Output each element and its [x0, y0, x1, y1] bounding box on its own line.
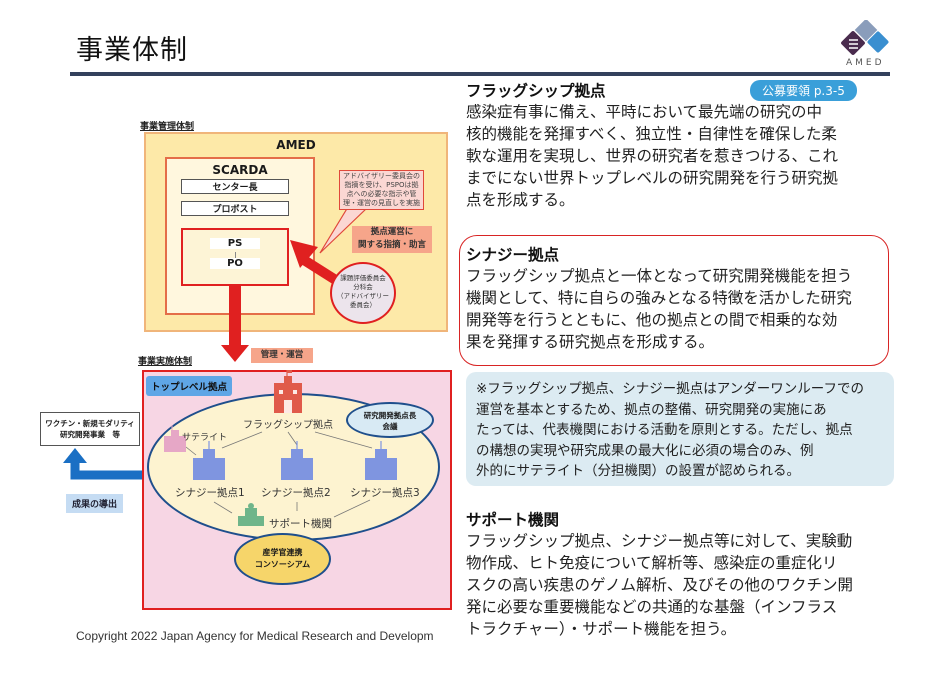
support-line: スクの高い疾患のゲノム解析、及びその他のワクチン開 — [466, 576, 854, 594]
note-box: ※フラッグシップ拠点、シナジー拠点はアンダーワンルーフでの 運営を基本とするため… — [466, 372, 894, 486]
external-line-2: 研究開発事業 等 — [60, 430, 120, 439]
synergy-line: 果を発揮する研究拠点を形成する。 — [466, 333, 715, 351]
synergy-node-3: シナジー拠点3 — [350, 487, 420, 499]
synergy-line: 開発等を行うとともに、他の拠点との間で相乗的な効 — [466, 311, 838, 329]
flagship-heading: フラッグシップ拠点 — [466, 82, 606, 100]
eval-line-4: 委員会） — [350, 301, 376, 309]
note-line: の構想の実現や研究成果の最大化に必須の場合のみ、例 — [476, 442, 814, 459]
note-line: たっては、代表機関における活動を原則とする。ただし、拠点 — [476, 422, 853, 438]
page-title: 事業体制 — [76, 35, 188, 66]
support-heading: サポート機関 — [466, 511, 560, 529]
management-structure-label: 事業管理体制 — [140, 122, 195, 132]
synergy-description: フラッグシップ拠点と一体となって研究開発機能を担う 機関として、特に自らの強みと… — [466, 265, 852, 353]
note-line: 運営を基本とするため、拠点の整備、研究開発の実施にあ — [476, 401, 827, 418]
support-line: フラッグシップ拠点、シナジー拠点等に対して、実験動 — [466, 532, 853, 550]
meeting-line-1: 研究開発拠点長 — [363, 411, 417, 420]
flagship-description: 感染症有事に備え、平時において最先端の研究の中 核的機能を発揮すべく、独立性・自… — [466, 101, 838, 211]
advisory-callout: アドバイザリー委員会の指摘を受け、PSPOは拠点への必要な指示や管理・運営の見直… — [339, 170, 424, 210]
eval-line-1: 課題評価委員会 — [340, 274, 386, 282]
management-arrow-head — [221, 345, 249, 362]
support-description: フラッグシップ拠点、シナジー拠点等に対して、実験動 物作成、ヒト免疫について解析… — [466, 530, 853, 640]
guidance-label-line1: 拠点運営に — [370, 227, 414, 237]
support-label: サポート機関 — [269, 518, 332, 530]
management-ops-label: 管理・運営 — [251, 348, 313, 363]
evaluation-committee-circle: 課題評価委員会 分科会 （アドバイザリー 委員会） — [330, 262, 396, 324]
meeting-ellipse: 研究開発拠点長 会議 — [346, 402, 434, 438]
synergy-heading: シナジー拠点 — [466, 246, 560, 264]
guidance-label: 拠点運営に 関する指摘・助言 — [352, 226, 432, 253]
eval-line-3: （アドバイザリー — [337, 292, 389, 300]
ps-label: PS — [210, 238, 260, 249]
po-label: PO — [210, 258, 260, 269]
provost-box: プロボスト — [181, 201, 289, 216]
support-line: トラクチャー）・サポート機能を担う。 — [466, 620, 737, 638]
external-line-1: ワクチン・新規モダリティ — [45, 419, 135, 428]
note-line: ※フラッグシップ拠点、シナジー拠点はアンダーワンルーフでの — [476, 381, 864, 397]
flagship-line: 感染症有事に備え、平時において最先端の研究の中 — [466, 103, 823, 121]
top-level-label: トップレベル拠点 — [146, 376, 233, 396]
external-programs-box: ワクチン・新規モダリティ 研究開発事業 等 — [40, 412, 140, 446]
meeting-line-2: 会議 — [382, 422, 398, 431]
flagship-line: 核的機能を発揮すべく、独立性・自律性を確保した柔 — [466, 125, 837, 143]
results-arrow — [70, 462, 145, 480]
note-line: 外的にサテライト（分担機関）の設置が認められる。 — [476, 463, 800, 479]
consortium-line-1: 産学官連携 — [262, 548, 303, 557]
synergy-box — [459, 235, 889, 366]
synergy-line: 機関として、特に自らの強みとなる特徴を活かした研究 — [466, 289, 852, 307]
consortium-ellipse: 産学官連携 コンソーシアム — [234, 533, 331, 585]
eval-line-2: 分科会 — [353, 283, 373, 291]
flagship-line: までにない世界トップレベルの研究開発を行う研究拠 — [466, 169, 839, 187]
ps-po-connector — [235, 252, 236, 258]
satellite-label: サテライト — [182, 433, 228, 443]
consortium-line-2: コンソーシアム — [254, 560, 311, 569]
guideline-reference-badge: 公募要領 p.3-5 — [750, 80, 857, 101]
scarda-label: SCARDA — [212, 163, 268, 177]
results-arrow-head — [63, 448, 87, 463]
title-divider — [70, 72, 890, 76]
amed-label: AMED — [276, 138, 316, 152]
flagship-label: フラッグシップ拠点 — [243, 420, 333, 431]
logo-text: AMED — [846, 58, 885, 68]
guidance-label-line2: 関する指摘・助言 — [357, 240, 426, 250]
amed-logo-icon — [841, 20, 889, 55]
flagship-line: 軟な運用を実現し、世界の研究者を惹きつける、これ — [466, 147, 839, 165]
support-line: 発に必要な重要機能などの共通的な基盤（インフラス — [466, 598, 838, 616]
center-director-box: センター長 — [181, 179, 289, 194]
implementation-structure-label: 事業実施体制 — [138, 357, 193, 367]
support-line: 物作成、ヒト免疫について解析等、感染症の重症化リ — [466, 554, 838, 572]
synergy-line: フラッグシップ拠点と一体となって研究開発機能を担う — [466, 267, 853, 285]
copyright: Copyright 2022 Japan Agency for Medical … — [76, 629, 434, 643]
results-label: 成果の導出 — [66, 494, 124, 513]
flagship-line: 点を形成する。 — [466, 191, 575, 209]
synergy-node-2: シナジー拠点2 — [261, 487, 331, 499]
synergy-node-1: シナジー拠点1 — [175, 487, 245, 499]
